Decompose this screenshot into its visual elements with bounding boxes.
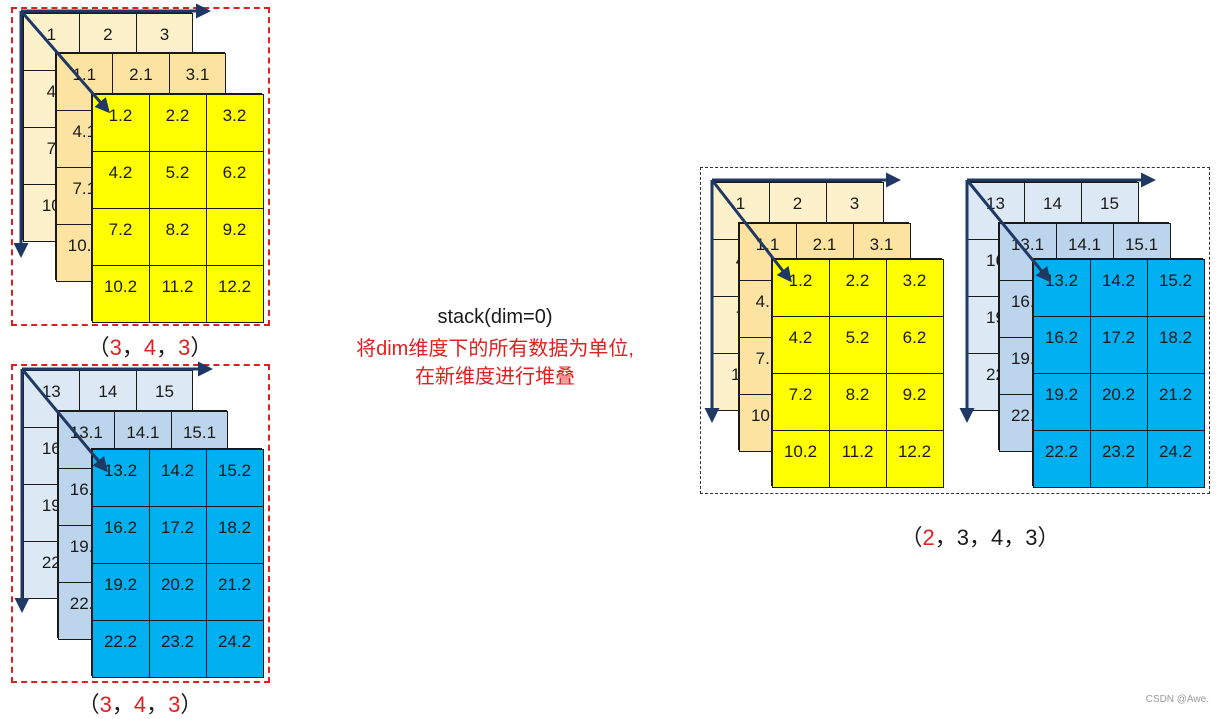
tensor-cell: 14.2 bbox=[148, 448, 207, 507]
tensor-cell: 16.2 bbox=[1032, 315, 1091, 374]
tensor-cell: 20.2 bbox=[148, 562, 207, 621]
paren-open: （ bbox=[900, 525, 923, 550]
tensor-cell: 10.2 bbox=[771, 429, 830, 488]
tensor-cell: 16.2 bbox=[91, 505, 150, 564]
tensor-cell: 2.2 bbox=[828, 258, 887, 317]
tensor-cell: 2.2 bbox=[148, 93, 207, 152]
tensor-cell: 17.2 bbox=[148, 505, 207, 564]
tensor-cell: 24.2 bbox=[1146, 429, 1205, 488]
tensor-cell: 1.2 bbox=[91, 93, 150, 152]
dim-1: 4 bbox=[133, 692, 147, 717]
tensor-a-frame bbox=[11, 7, 270, 326]
tensor-cell: 22.2 bbox=[91, 619, 150, 678]
separator: ， bbox=[111, 692, 134, 717]
stacked-result-frame bbox=[700, 167, 1210, 494]
dim-1: 4 bbox=[143, 335, 157, 360]
separator: ， bbox=[156, 335, 179, 360]
tensor-cell: 14.2 bbox=[1089, 258, 1148, 317]
tensor-cell: 15.2 bbox=[1146, 258, 1205, 317]
dim-1: 3 bbox=[956, 525, 969, 550]
shape-label-a: （3，4，3） bbox=[60, 330, 240, 362]
paren-close: ） bbox=[180, 692, 203, 717]
tensor-cell: 22.2 bbox=[1032, 429, 1091, 488]
tensor-cell: 23.2 bbox=[148, 619, 207, 678]
tensor-cell: 12.2 bbox=[885, 429, 944, 488]
tensor-cell: 8.2 bbox=[148, 207, 207, 266]
tensor-cell: 19.2 bbox=[1032, 372, 1091, 431]
tensor-cell: 9.2 bbox=[205, 207, 264, 266]
paren-close: ） bbox=[190, 335, 213, 360]
tensor-cell: 13.2 bbox=[1032, 258, 1091, 317]
tensor-cell: 6.2 bbox=[205, 150, 264, 209]
dim-0: 3 bbox=[109, 335, 122, 360]
paren-open: （ bbox=[77, 692, 100, 717]
paren-open: （ bbox=[87, 335, 110, 360]
tensor-cell: 12.2 bbox=[205, 264, 264, 323]
tensor-cell: 21.2 bbox=[1146, 372, 1205, 431]
shape-label-result: （2，3，4，3） bbox=[880, 520, 1080, 552]
tensor-cell: 7.2 bbox=[91, 207, 150, 266]
tensor-cell: 8.2 bbox=[828, 372, 887, 431]
tensor-cell: 4.2 bbox=[771, 315, 830, 374]
tensor-cell: 24.2 bbox=[205, 619, 264, 678]
separator: ， bbox=[121, 335, 144, 360]
dim-0: 3 bbox=[99, 692, 112, 717]
tensor-cell: 18.2 bbox=[205, 505, 264, 564]
separator: ， bbox=[934, 525, 957, 550]
dim-2: 3 bbox=[168, 692, 181, 717]
tensor-cell: 5.2 bbox=[148, 150, 207, 209]
tensor-cell: 5.2 bbox=[828, 315, 887, 374]
tensor-cell: 20.2 bbox=[1089, 372, 1148, 431]
tensor-cell: 3.2 bbox=[885, 258, 944, 317]
dim-2: 4 bbox=[991, 525, 1004, 550]
paren-close: ） bbox=[1037, 525, 1060, 550]
tensor-cell: 10.2 bbox=[91, 264, 150, 323]
tensor-cell: 13.2 bbox=[91, 448, 150, 507]
operation-code: stack(dim=0) bbox=[437, 306, 553, 328]
tensor-cell: 19.2 bbox=[91, 562, 150, 621]
tensor-cell: 6.2 bbox=[885, 315, 944, 374]
tensor-cell: 15.2 bbox=[205, 448, 264, 507]
dim-0: 2 bbox=[922, 525, 935, 550]
tensor-cell: 4.2 bbox=[91, 150, 150, 209]
operation-desc-line-2: 在新维度进行堆叠 bbox=[415, 366, 575, 388]
dim-3: 3 bbox=[1025, 525, 1038, 550]
tensor-cell: 23.2 bbox=[1089, 429, 1148, 488]
tensor-b-frame bbox=[11, 364, 270, 683]
tensor-cell: 7.2 bbox=[771, 372, 830, 431]
tensor-cell: 1.2 bbox=[771, 258, 830, 317]
tensor-cell: 9.2 bbox=[885, 372, 944, 431]
tensor-cell: 11.2 bbox=[148, 264, 207, 323]
tensor-cell: 3.2 bbox=[205, 93, 264, 152]
tensor-cell: 17.2 bbox=[1089, 315, 1148, 374]
tensor-cell: 11.2 bbox=[828, 429, 887, 488]
tensor-cell: 18.2 bbox=[1146, 315, 1205, 374]
watermark: CSDN @Awe. bbox=[1145, 694, 1209, 705]
separator: ， bbox=[1003, 525, 1026, 550]
tensor-cell: 21.2 bbox=[205, 562, 264, 621]
shape-label-b: （3，4，3） bbox=[50, 687, 230, 719]
operation-desc-line-1: 将dim维度下的所有数据为单位, bbox=[356, 338, 634, 360]
separator: ， bbox=[146, 692, 169, 717]
dim-2: 3 bbox=[178, 335, 191, 360]
separator: ， bbox=[968, 525, 991, 550]
